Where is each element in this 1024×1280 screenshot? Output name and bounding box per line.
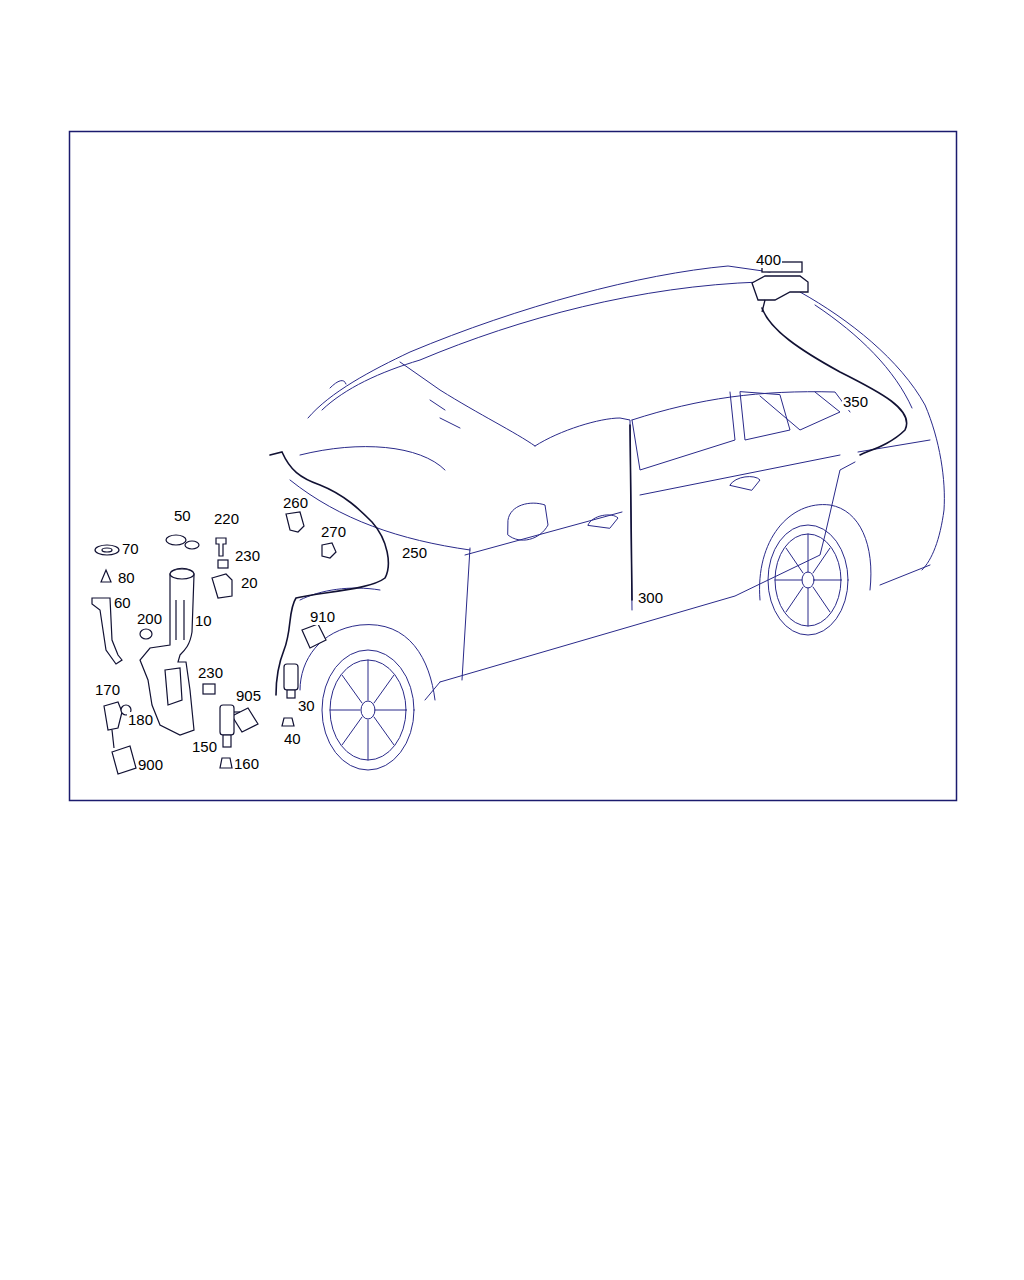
- callout-number: 10: [194, 613, 213, 629]
- callout-number: 30: [297, 698, 316, 714]
- callout-number: 260: [282, 495, 309, 511]
- callout-number: 170: [94, 682, 121, 698]
- callout-number: 60: [113, 595, 132, 611]
- callout-number: 300: [637, 590, 664, 606]
- callout-number: 230: [197, 665, 224, 681]
- callout-number: 40: [283, 731, 302, 747]
- callout-number: 400: [755, 252, 782, 268]
- callout-number: 50: [173, 508, 192, 524]
- callout-number: 250: [401, 545, 428, 561]
- callout-number: 900: [137, 757, 164, 773]
- callout-number: 905: [235, 688, 262, 704]
- callout-number: 160: [233, 756, 260, 772]
- callout-number: 80: [117, 570, 136, 586]
- callout-number: 350: [842, 394, 869, 410]
- callout-number: 70: [121, 541, 140, 557]
- callout-number: 150: [191, 739, 218, 755]
- callout-number: 20: [240, 575, 259, 591]
- callout-number: 230: [234, 548, 261, 564]
- callout-number: 910: [309, 609, 336, 625]
- callout-number: 180: [127, 712, 154, 728]
- callout-number: 200: [136, 611, 163, 627]
- callout-number: 220: [213, 511, 240, 527]
- callout-number: 270: [320, 524, 347, 540]
